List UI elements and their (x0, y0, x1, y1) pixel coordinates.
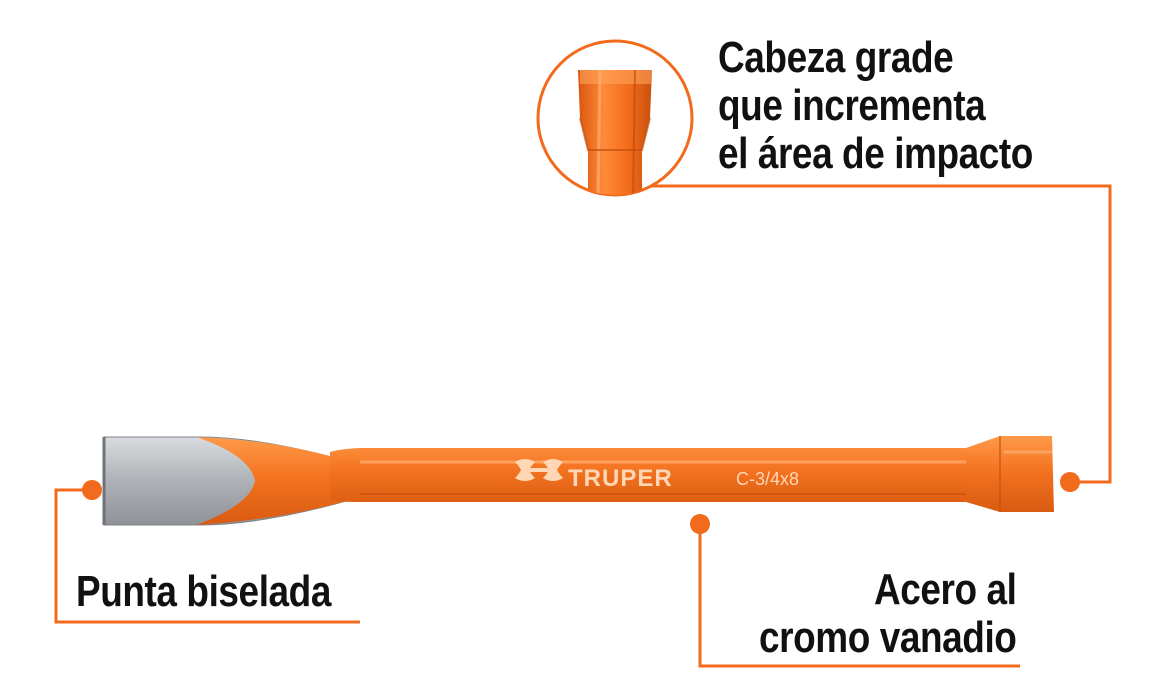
steel-callout-line-2: cromo vanadio (758, 613, 1017, 662)
steel-connector-line (698, 524, 1020, 668)
head-callout-dot (1060, 472, 1080, 492)
head-callout-line-1: Cabeza grade (718, 33, 954, 82)
head-callout-line-3: el área de impacto (718, 129, 1033, 178)
head-callout-line-2: que incrementa (718, 81, 986, 130)
head-callout-text: Cabeza grade que incrementa el área de i… (718, 34, 1033, 178)
chisel (102, 436, 1054, 526)
steel-callout-dot (690, 514, 710, 534)
brand-name: TRUPER (568, 465, 673, 492)
steel-callout-line-1: Acero al (873, 565, 1017, 614)
tip-callout-line-1: Punta biselada (76, 567, 331, 616)
head-connector-line (640, 184, 1112, 484)
model-number: C-3/4x8 (736, 469, 800, 489)
chisel-shoulder (196, 437, 350, 525)
chisel-shaft (330, 436, 1020, 510)
steel-callout-text: Acero al cromo vanadio (758, 565, 1017, 662)
tip-connector-line (54, 488, 360, 624)
head-detail-inset (536, 39, 694, 197)
tip-callout-dot (82, 480, 102, 500)
tip-callout-text: Punta biselada (76, 568, 331, 616)
connector-lines (54, 184, 1112, 668)
truper-logo-icon (515, 459, 563, 481)
chisel-head (966, 436, 1054, 512)
